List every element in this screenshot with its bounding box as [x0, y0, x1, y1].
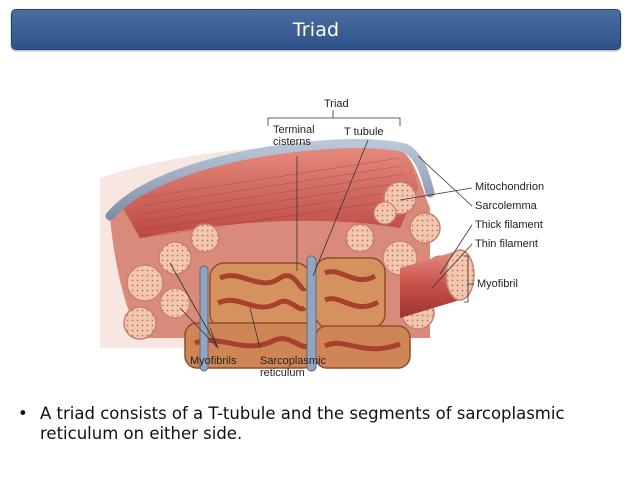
label-myofibrils: Myofibrils [190, 355, 237, 367]
label-triad: Triad [324, 98, 349, 110]
slide-title-bar: Triad [11, 9, 621, 50]
bullet-point: • A triad consists of a T-tubule and the… [18, 404, 618, 444]
muscle-fiber-drawing [100, 110, 475, 372]
bullet-text: A triad consists of a T-tubule and the s… [40, 404, 565, 443]
label-t-tubule: T tubule [344, 126, 384, 138]
label-sarcoplasmic-2: reticulum [260, 367, 305, 379]
bullet-icon: • [18, 404, 28, 423]
label-mitochondrion: Mitochondrion [475, 181, 545, 193]
label-terminal-cisterns-2: cisterns [273, 136, 311, 148]
label-myofibril: Myofibril [477, 278, 518, 290]
slide-title: Triad [292, 18, 340, 41]
muscle-fiber-illustration: Triad Terminal cisterns T tubule Mitocho… [100, 88, 550, 388]
label-thin-filament: Thin filament [475, 238, 538, 250]
label-sarcolemma: Sarcolemma [475, 200, 537, 212]
label-thick-filament: Thick filament [475, 219, 543, 231]
label-terminal-cisterns-1: Terminal [273, 124, 315, 136]
label-sarcoplasmic-1: Sarcoplasmic [260, 355, 327, 367]
